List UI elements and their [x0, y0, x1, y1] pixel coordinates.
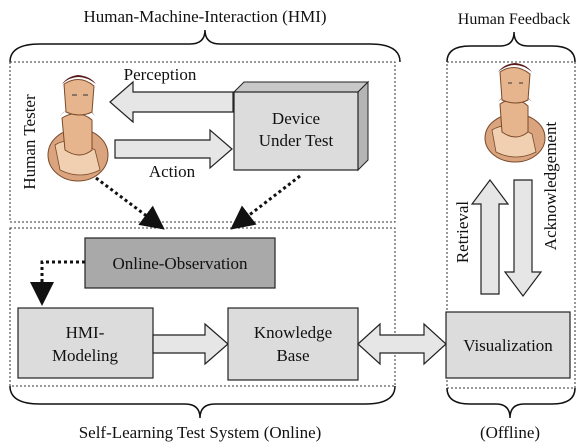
knowledge-base-label-line2: Base — [276, 346, 309, 365]
perception-arrow — [109, 80, 234, 124]
offline-brace — [446, 387, 576, 419]
online-observation-box — [84, 237, 276, 289]
observation-to-modeling-arrow — [30, 260, 85, 306]
retrieval-arrow — [470, 179, 510, 295]
perception-label: Perception — [124, 65, 197, 84]
feedback-brace — [446, 31, 576, 63]
knowledge-base-label-line1: Knowledge — [254, 323, 332, 342]
human-tester-figure — [47, 75, 109, 182]
kb-visualization-double-arrow — [357, 322, 447, 366]
hmi-title: Human-Machine-Interaction (HMI) — [83, 7, 326, 26]
dut-label-line2: Under Test — [259, 131, 334, 150]
visualization-box — [445, 311, 571, 379]
offline-label: (Offline) — [480, 423, 540, 442]
human-tester-region — [9, 61, 396, 223]
retrieval-label: Retrieval — [453, 201, 472, 264]
action-label: Action — [149, 162, 196, 181]
dut-to-observation-arrow — [230, 174, 301, 230]
action-arrow — [114, 128, 233, 170]
self-learning-label: Self-Learning Test System (Online) — [79, 423, 322, 442]
tester-to-observation-arrow — [95, 176, 165, 230]
device-under-test-box — [232, 80, 370, 172]
online-observation-label: Online-Observation — [112, 254, 248, 273]
feedback-title: Human Feedback — [458, 11, 570, 28]
dut-label-line1: Device — [272, 109, 320, 128]
acknowledgement-label: Acknowledgement — [541, 122, 560, 251]
knowledge-base-box — [227, 307, 359, 381]
test-system-region — [9, 227, 396, 387]
visualization-label: Visualization — [463, 336, 553, 355]
self-learning-brace — [9, 385, 396, 419]
hmi-modeling-label-line2: Modeling — [52, 346, 119, 365]
human-tester-label: Human Tester — [20, 94, 39, 190]
feedback-human-figure — [484, 63, 546, 163]
feedback-region — [446, 61, 576, 389]
acknowledgement-arrow — [503, 179, 543, 297]
hmi-brace — [9, 29, 401, 63]
hmi-modeling-box — [17, 307, 154, 379]
hmi-modeling-label-line1: HMI- — [66, 323, 105, 342]
modeling-to-kb-arrow — [152, 322, 229, 366]
